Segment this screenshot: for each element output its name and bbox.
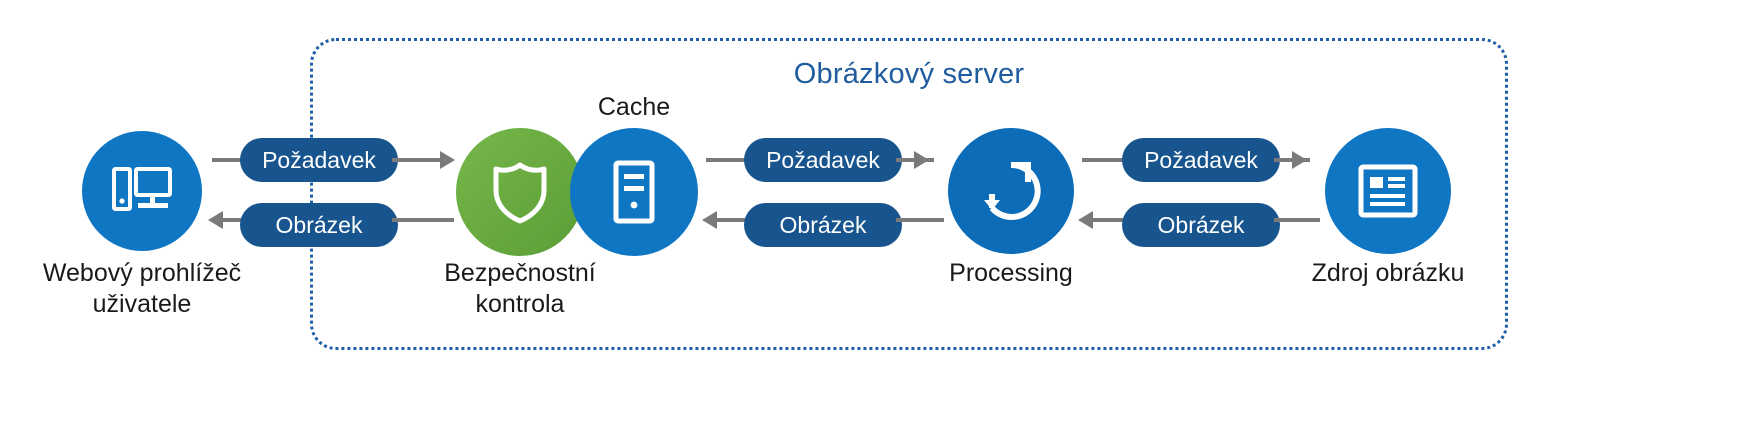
arrow-right-icon-1 [440, 151, 455, 169]
arrow-left-icon-3 [1078, 211, 1093, 229]
arrow-right-icon-2 [914, 151, 929, 169]
cache-circle[interactable] [570, 128, 698, 256]
request-line-3-left [1082, 158, 1132, 162]
pill-request-3[interactable]: Požadavek [1122, 138, 1280, 182]
response-line-2-right [896, 218, 944, 222]
image-server-title: Obrázkový server [793, 58, 1025, 90]
browser-label: Webový prohlížeč uživatele [42, 259, 242, 318]
pill-response-3[interactable]: Obrázek [1122, 203, 1280, 247]
arrow-left-icon-1 [208, 211, 223, 229]
pill-response-1[interactable]: Obrázek [240, 203, 398, 247]
request-line-1-left [212, 158, 254, 162]
server-tower-icon [610, 159, 658, 225]
refresh-sync-icon [976, 156, 1046, 226]
image-list-icon [1357, 163, 1419, 219]
response-line-1-right [392, 218, 454, 222]
response-line-3-left [1092, 218, 1132, 222]
response-line-2-left [716, 218, 756, 222]
browser-circle[interactable] [82, 131, 202, 251]
security-circle[interactable] [456, 128, 584, 256]
desktop-computer-icon [110, 163, 174, 219]
source-circle[interactable] [1325, 128, 1451, 254]
pill-response-2[interactable]: Obrázek [744, 203, 902, 247]
response-line-1-left [222, 218, 254, 222]
response-line-3-right [1274, 218, 1320, 222]
processing-label: Processing [949, 259, 1073, 287]
shield-icon [488, 158, 552, 226]
pill-request-2[interactable]: Požadavek [744, 138, 902, 182]
cache-label: Cache [597, 93, 671, 121]
processing-circle[interactable] [948, 128, 1074, 254]
source-label: Zdroj obrázku [1311, 259, 1465, 287]
request-line-2-left [706, 158, 756, 162]
request-line-1-right [392, 158, 444, 162]
image-server-boundary [310, 38, 1508, 350]
pill-request-1[interactable]: Požadavek [240, 138, 398, 182]
security-label: Bezpečnostní kontrola [444, 259, 596, 318]
arrow-left-icon-2 [702, 211, 717, 229]
arrow-right-icon-3 [1292, 151, 1307, 169]
